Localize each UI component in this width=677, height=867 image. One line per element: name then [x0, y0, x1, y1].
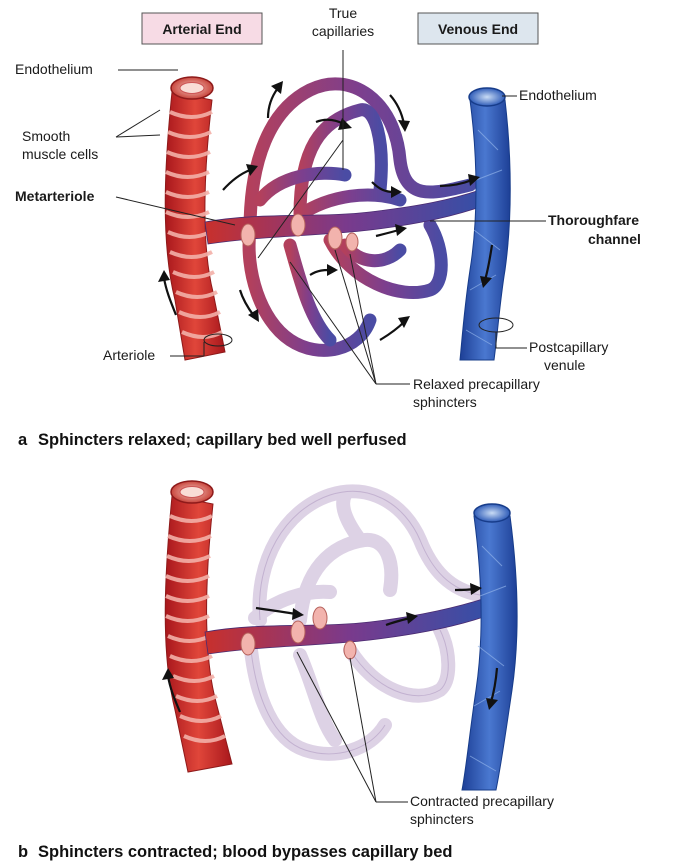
panel-a: Arterial End Venous End [15, 5, 641, 449]
label-smooth-muscle-line2: muscle cells [22, 146, 98, 162]
arterial-end-label: Arterial End [162, 21, 241, 37]
label-thoroughfare-line2: channel [588, 231, 641, 247]
venous-end-label: Venous End [438, 21, 518, 37]
caption-b-letter: b [18, 843, 28, 861]
arteriole-b [165, 481, 232, 772]
venule-b [462, 504, 517, 790]
label-postcapillary-line2: venule [544, 357, 585, 373]
label-endothelium-right: Endothelium [519, 87, 597, 103]
label-smooth-muscle-line1: Smooth [22, 128, 70, 144]
label-true-capillaries-line1: True [329, 5, 357, 21]
label-endothelium-left: Endothelium [15, 61, 93, 77]
arteriole [165, 77, 225, 360]
label-relaxed-line1: Relaxed precapillary [413, 376, 540, 392]
caption-b: Sphincters contracted; blood bypasses ca… [38, 843, 452, 861]
label-relaxed-line2: sphincters [413, 394, 477, 410]
caption-a: Sphincters relaxed; capillary bed well p… [38, 431, 407, 449]
label-true-capillaries-line2: capillaries [312, 23, 374, 39]
label-metarteriole: Metarteriole [15, 188, 95, 204]
label-contracted-line1: Contracted precapillary [410, 793, 554, 809]
label-thoroughfare-line1: Thoroughfare [548, 212, 639, 228]
label-arteriole: Arteriole [103, 347, 155, 363]
caption-a-letter: a [18, 431, 28, 449]
panel-b: Contracted precapillary sphincters b Sph… [18, 481, 554, 861]
label-postcapillary-line1: Postcapillary [529, 339, 608, 355]
label-contracted-line2: sphincters [410, 811, 474, 827]
